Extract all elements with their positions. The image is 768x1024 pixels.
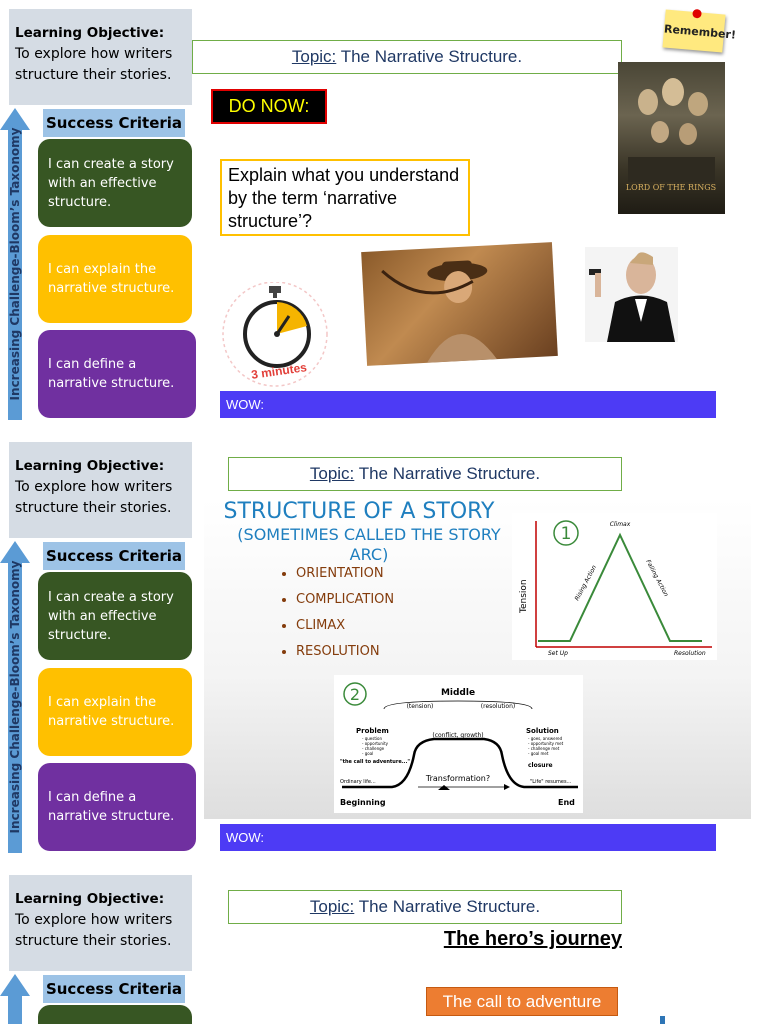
success-criteria-heading: Success Criteria [43,542,185,570]
hero-figure [381,260,497,363]
timer-graphic: 3 minutes [215,281,335,392]
list-item: ORIENTATION [296,561,394,587]
criteria-card-define-2: I can define a narrative structure. [38,763,196,851]
topic-prefix: Topic: [291,47,337,66]
graph-problem-item: - opportunity [362,741,389,746]
pin-icon [692,8,702,19]
transformation-graph: 2 Middle (tension) (resolution) Problem … [334,675,583,813]
topic-box: Topic: The Narrative Structure. [192,40,622,74]
topic-text: The Narrative Structure. [354,464,541,483]
learning-objective-title: Learning Objective: [15,25,165,41]
graph-tension: (tension) [407,703,434,710]
success-criteria-heading-wrap: Success Criteria [43,109,185,137]
graph-number: 1 [561,524,572,544]
remember-sticky-note: Remember! [662,8,736,53]
topic-text: The Narrative Structure. [336,47,523,66]
poster-title: LORD OF THE RINGS [626,183,716,192]
learning-objective-title: Learning Objective: [15,891,165,907]
criteria-card-create-3 [38,1005,192,1024]
up-arrow-icon [0,974,30,1024]
criteria-card-explain-2: I can explain the narrative structure. [38,668,192,756]
transformation-chart: 2 Middle (tension) (resolution) Problem … [340,682,578,807]
graph-resolution: (resolution) [481,703,515,710]
spy-hero-photo [585,247,678,342]
graph-number: 2 [350,685,360,704]
learning-objective-text: To explore how writers structure their s… [15,479,173,516]
graph-ylabel: Tension [519,579,529,614]
story-structure-subtitle: (SOMETIMES CALLED THE STORY ARC) [237,525,501,564]
do-now-label: DO NOW: [211,89,327,124]
graph-solution-item: - goal met [528,751,549,756]
wow-bar-2: WOW: [220,824,716,851]
graph-solution-item: - opportunity met [528,741,564,746]
topic-prefix: Topic: [309,464,355,483]
success-criteria-heading: Success Criteria [43,975,185,1003]
graph-problem-item: - question [362,736,382,741]
criteria-card-define: I can define a narrative structure. [38,330,196,418]
graph-solution-item: - goes, answered [528,736,563,741]
graph-climax: Climax [610,521,631,528]
criteria-card-create-2: I can create a story with an effective s… [38,572,192,660]
lord-of-the-rings-poster: LORD OF THE RINGS [618,62,725,214]
learning-objective-box-3: Learning Objective: To explore how write… [9,875,192,971]
list-item: CLIMAX [296,613,394,639]
graph-problem-item: - challenge [362,746,385,751]
graph-ordinary: Ordinary life... [340,779,376,785]
graph-beginning: Beginning [340,798,386,807]
heros-journey-title: The hero’s journey [443,928,622,950]
success-criteria-heading: Success Criteria [43,109,185,137]
graph-rising: Rising Action [574,564,599,602]
stopwatch-icon [222,281,328,387]
criteria-card-create: I can create a story with an effective s… [38,139,192,227]
success-criteria-heading-wrap-3: Success Criteria [43,975,185,1003]
graph-resolution: Resolution [674,650,706,657]
graph-falling: Falling Action [644,559,669,598]
graph-closure: closure [528,762,553,769]
graph-solution: Solution [526,727,559,735]
poster-figures: LORD OF THE RINGS [626,78,716,192]
story-structure-panel: STRUCTURE OF A STORY (SOMETIMES CALLED T… [204,499,751,819]
remember-label: Remember! [663,22,737,42]
taxonomy-label: Increasing Challenge-Bloom’s Taxonomy [8,127,22,401]
learning-objective-text: To explore how writers structure their s… [15,912,173,949]
learning-objective-title: Learning Objective: [15,458,165,474]
taxonomy-arrow-3 [0,974,30,1024]
graph-conflict: (conflict, growth) [432,732,483,739]
graph-call: "the call to adventure..." [340,759,410,765]
graph-life: "Life" resumes... [530,779,572,785]
success-criteria-heading-wrap-2: Success Criteria [43,542,185,570]
story-arc-chart: 1 Tension Climax Rising Action Falling A… [519,520,712,657]
call-to-adventure-box: The call to adventure [426,987,618,1016]
graph-middle: Middle [441,688,475,698]
taxonomy-arrow-2: Increasing Challenge-Bloom’s Taxonomy [0,541,30,853]
graph-solution-item: - challenge met [528,746,560,751]
story-arc-graph: 1 Tension Climax Rising Action Falling A… [512,513,717,660]
list-item: RESOLUTION [296,639,394,665]
graph-problem: Problem [356,727,389,735]
story-structure-title: STRUCTURE OF A STORY [223,499,495,524]
up-arrow-icon [0,108,30,420]
graph-setup: Set Up [548,650,568,657]
adventure-hero-photo [361,242,558,366]
graph-transformation: Transformation? [425,774,490,783]
topic-text: The Narrative Structure. [354,897,541,916]
story-elements-list: ORIENTATION COMPLICATION CLIMAX RESOLUTI… [276,561,394,665]
graph-problem-item: - goal [362,751,373,756]
taxonomy-label: Increasing Challenge-Bloom’s Taxonomy [8,560,22,834]
list-item: COMPLICATION [296,587,394,613]
spy-figure [589,252,675,342]
topic-box-2: Topic: The Narrative Structure. [228,457,622,491]
graph-end: End [558,798,575,807]
topic-prefix: Topic: [309,897,355,916]
taxonomy-arrow: Increasing Challenge-Bloom’s Taxonomy [0,108,30,420]
criteria-card-explain: I can explain the narrative structure. [38,235,192,323]
up-arrow-icon [0,541,30,853]
learning-objective-box-2: Learning Objective: To explore how write… [9,442,192,538]
do-now-question: Explain what you understand by the term … [220,159,470,236]
learning-objective-text: To explore how writers structure their s… [15,46,173,83]
topic-box-3: Topic: The Narrative Structure. [228,890,622,924]
learning-objective-box: Learning Objective: To explore how write… [9,9,192,105]
wow-bar-1: WOW: [220,391,716,418]
cut-off-graphic [660,1016,665,1024]
